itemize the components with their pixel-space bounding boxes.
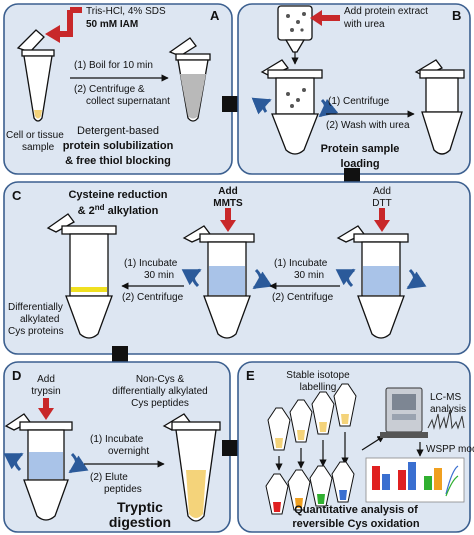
prod-d-line3: Cys peptides [131, 398, 189, 409]
tube-c-right-icon [336, 225, 409, 339]
add-b-line1: Add protein extract [344, 6, 428, 17]
syringe-icon [277, 5, 313, 53]
add-d-line1: Add [37, 374, 55, 385]
tube-c-left-icon [46, 213, 117, 339]
caption-d-line2: digestion [109, 514, 171, 530]
iso-line1: Stable isotope [286, 370, 350, 381]
labelling-arrows [275, 432, 349, 471]
sample-line2: sample [22, 142, 55, 153]
reagent-line2: 50 mM IAM [86, 19, 138, 30]
ms-line1: LC-MS [430, 392, 461, 403]
step-d1-line2: overnight [108, 446, 149, 457]
reagent-line1: Tris-HCl, 4% SDS [86, 6, 166, 17]
panel-b-label: B [452, 8, 461, 23]
tube-c-middle-icon [182, 225, 255, 339]
red-arrowhead-b-icon [310, 10, 322, 26]
panel-a-background [3, 3, 233, 175]
red-arrowhead-icon [45, 25, 60, 43]
panel-e: E Stable isotope labelling [237, 361, 474, 533]
right-step2: (2) Centrifuge [272, 292, 334, 303]
caption-b-line2: loading [340, 158, 379, 170]
add-b-line2: with urea [343, 19, 385, 30]
filter-tube-icon [260, 59, 323, 155]
model-label: WSPP model [426, 444, 474, 455]
left-step1b: 30 min [144, 270, 174, 281]
prod-d-line2: differentially alkylated [112, 386, 207, 397]
rotation-right-c2-icon [406, 268, 427, 290]
panel-e-label: E [246, 368, 255, 383]
panel-c: C Cysteine reduction & 2nd alkylation Di… [3, 181, 471, 355]
step-b2: (2) Wash with urea [326, 120, 410, 131]
spectrum-icon [427, 409, 465, 430]
right-step1b: 30 min [294, 270, 324, 281]
step-a2-line1: (2) Centrifuge & [74, 84, 145, 95]
filter-tube-right-icon [414, 59, 465, 155]
panel-d: D Add trypsin Non-Cys & differentially a… [3, 361, 231, 533]
iso-line2: labelling [300, 382, 337, 393]
rotation-left-c2-icon [335, 268, 356, 288]
prod-d-line1: Non-Cys & [136, 374, 185, 385]
caption-d-line1: Tryptic [117, 499, 163, 515]
model-result-plots-icon [365, 457, 465, 503]
left-step1: (1) Incubate [124, 258, 178, 269]
red-add-mmts-head-icon [220, 220, 236, 232]
tube-a-left-icon [16, 29, 55, 122]
rotation-left-d-icon [3, 452, 24, 472]
step-d2-line1: (2) Elute [90, 472, 128, 483]
title-c-line1: Cysteine reduction [68, 189, 167, 201]
caption-b-line1: Protein sample [321, 143, 400, 155]
tube-d-left-icon [4, 413, 73, 521]
rotation-right-d-icon [68, 452, 89, 474]
red-add-arrow-icon [58, 7, 82, 37]
labelled-tubes-icon [265, 461, 355, 515]
tube-d-right-icon [162, 413, 221, 522]
step-a1: (1) Boil for 10 min [74, 60, 153, 71]
step-d2-line2: peptides [104, 484, 142, 495]
left-step2: (2) Centrifuge [122, 292, 184, 303]
add-dtt-line2: DTT [372, 198, 391, 209]
labelling-tubes-icon [267, 383, 357, 451]
add-mmts-line2: MMTS [213, 198, 243, 209]
panel-d-label: D [12, 368, 21, 383]
arrow-to-ms [361, 435, 385, 451]
ms-line2: analysis [430, 404, 466, 415]
sample-line1: Cell or tissue [6, 130, 64, 141]
out-c-line2: alkylated [20, 314, 59, 325]
step-a2-line2: collect supernatant [86, 96, 170, 107]
step-b1: (1) Centrifuge [328, 96, 390, 107]
out-c-line1: Differentially [8, 302, 63, 313]
rotation-right-b-icon [318, 98, 339, 118]
rotation-right-c1-icon [252, 268, 273, 290]
caption-e-line1: Quantitative analysis of [294, 504, 418, 516]
caption-a-line1: Detergent-based [77, 125, 159, 137]
panel-c-label: C [12, 188, 22, 203]
right-step1: (1) Incubate [274, 258, 328, 269]
caption-a-line3: & free thiol blocking [65, 155, 171, 167]
panel-b: B Add protein extract with urea (1) Cent… [237, 3, 471, 175]
title-c-line2: & 2nd alkylation [78, 203, 159, 218]
rotation-left-b-icon [251, 97, 272, 115]
step-d1-line1: (1) Incubate [90, 434, 144, 445]
caption-a-line2: protein solubilization [63, 140, 174, 152]
lc-ms-instrument-icon [380, 387, 428, 438]
rotation-left-c1-icon [181, 268, 202, 288]
panel-a-label: A [210, 8, 220, 23]
add-mmts-line1: Add [218, 186, 237, 197]
add-d-line2: trypsin [31, 386, 60, 397]
caption-e-line2: reversible Cys oxidation [292, 518, 419, 530]
add-dtt-line1: Add [373, 186, 391, 197]
red-add-trypsin-head-icon [38, 408, 54, 420]
out-c-line3: Cys proteins [8, 326, 64, 337]
tube-a-right-icon [168, 37, 211, 122]
panel-a: A Tris-HCl, 4% SDS 50 mM IAM Cell or tis… [3, 3, 233, 175]
red-add-dtt-head-icon [374, 220, 390, 232]
